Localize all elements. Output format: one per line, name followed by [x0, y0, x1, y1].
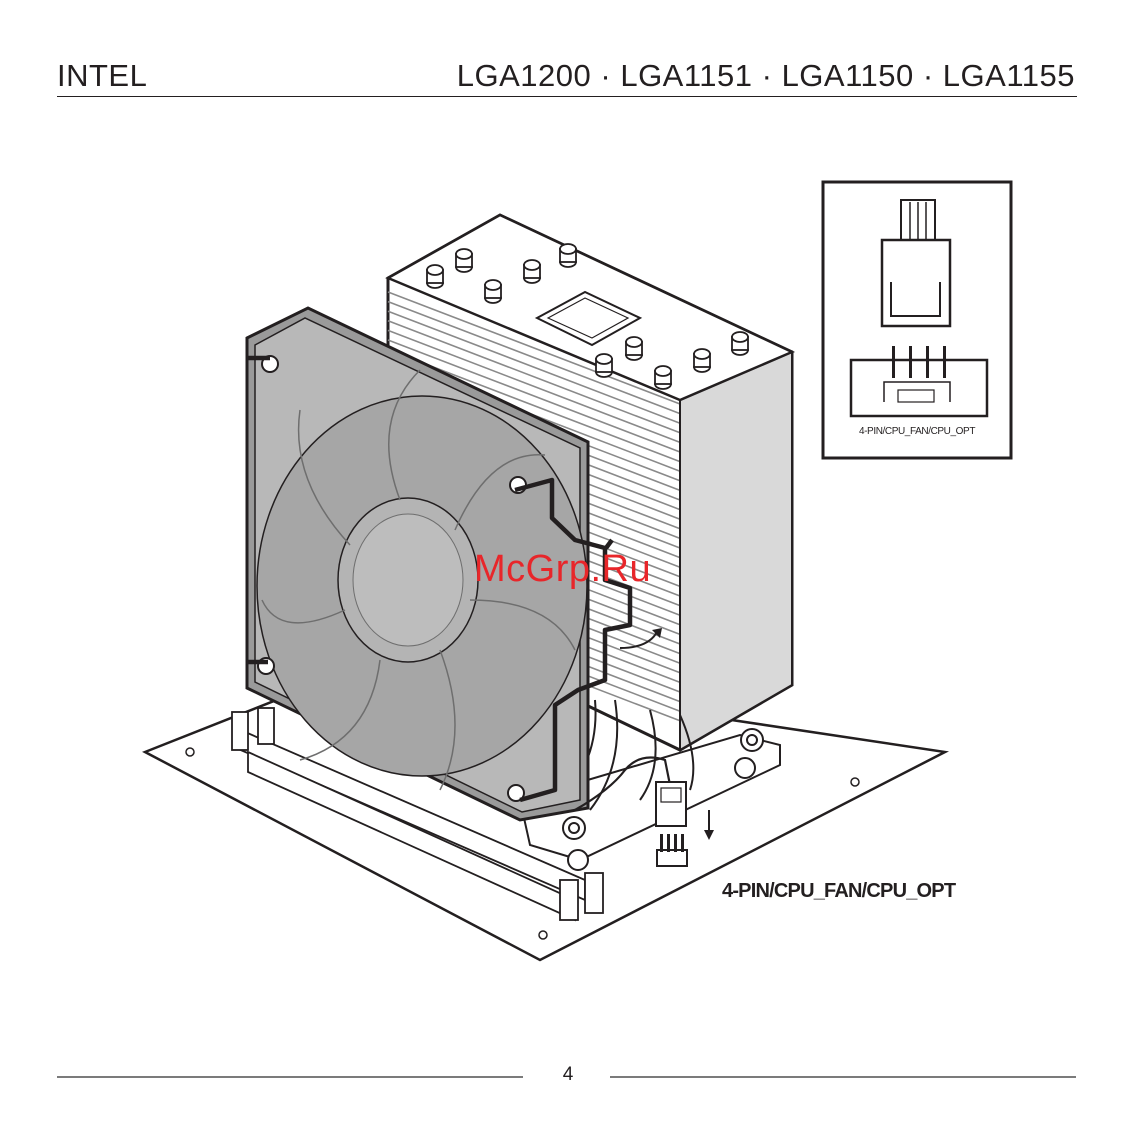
inset-connector-label: 4-PIN/CPU_FAN/CPU_OPT	[826, 426, 1008, 437]
footer-divider-left	[57, 1076, 523, 1078]
watermark: McGrp.Ru	[474, 548, 651, 591]
footer-divider-right	[610, 1076, 1076, 1078]
page-number: 4	[555, 1064, 581, 1086]
connector-inset	[823, 182, 1011, 458]
connector-label: 4-PIN/CPU_FAN/CPU_OPT	[722, 880, 955, 903]
